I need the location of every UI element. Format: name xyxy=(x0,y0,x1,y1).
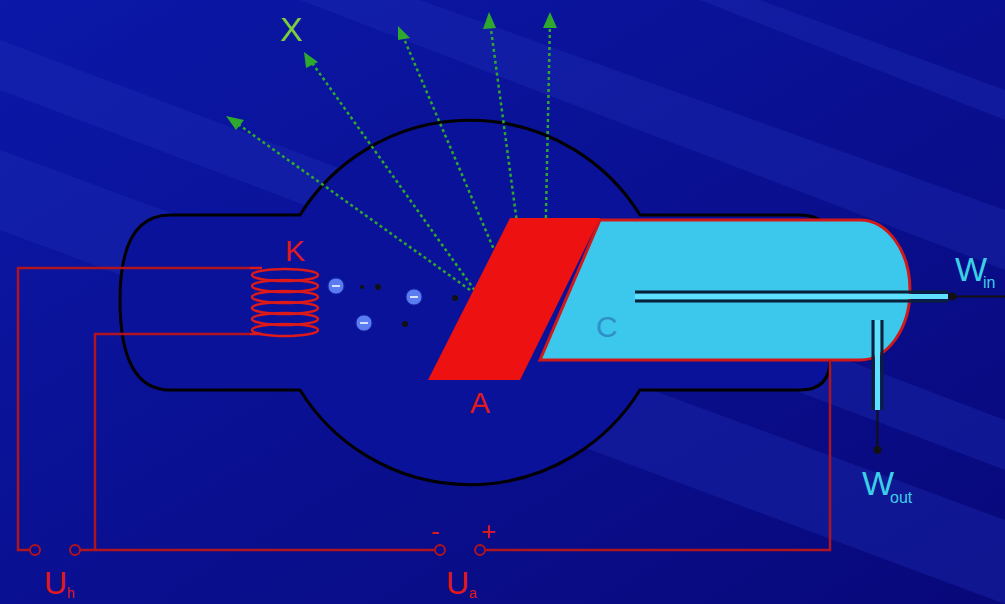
water-out-label: W xyxy=(862,466,894,500)
circuit-wires xyxy=(18,268,830,550)
heater-voltage-label: U xyxy=(44,567,67,599)
water-out-subscript: out xyxy=(890,490,912,506)
x-ray-label: X xyxy=(280,12,303,46)
anode-voltage-label: U xyxy=(446,567,469,599)
anode-voltage-subscript: a xyxy=(469,586,477,600)
anode-body xyxy=(540,220,910,360)
cathode-filament xyxy=(250,268,318,336)
water-in-subscript: in xyxy=(983,275,995,291)
electrons xyxy=(328,278,458,331)
terminals xyxy=(30,545,485,555)
anode-label: A xyxy=(470,388,490,418)
x-ray-arrowheads xyxy=(226,12,557,130)
cooling-pipe-out xyxy=(873,320,882,454)
anode-body-label: C xyxy=(596,312,618,342)
polarity-minus: - xyxy=(431,518,440,544)
heater-voltage-subscript: h xyxy=(67,586,75,600)
polarity-plus: + xyxy=(481,518,496,544)
water-in-label: W xyxy=(955,252,987,286)
cathode-label: K xyxy=(285,236,305,266)
anode-target xyxy=(428,218,600,380)
cooling-pipe-in xyxy=(635,292,1005,301)
